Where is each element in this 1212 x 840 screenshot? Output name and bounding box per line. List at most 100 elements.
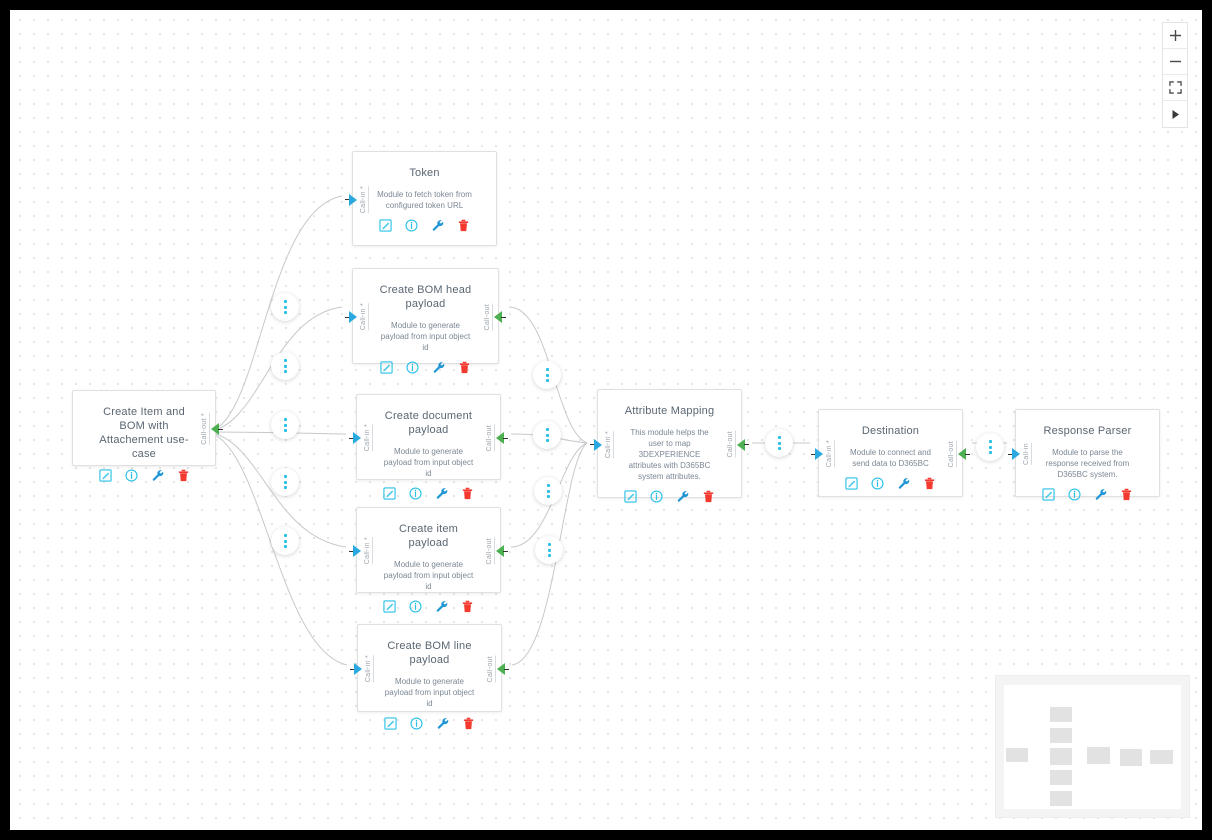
wrench-icon[interactable] — [432, 361, 445, 374]
play-button[interactable] — [1163, 101, 1187, 127]
port-call-out[interactable]: Call-out — [946, 430, 970, 478]
delete-icon[interactable] — [1120, 488, 1133, 501]
wrench-icon[interactable] — [436, 717, 449, 730]
port-call-in-arrow-icon — [594, 438, 602, 451]
edit-icon[interactable] — [383, 487, 396, 500]
info-icon[interactable] — [405, 219, 418, 232]
port-call-out[interactable]: Call-out * — [199, 405, 223, 453]
wrench-icon[interactable] — [435, 600, 448, 613]
port-call-in[interactable]: Call-in * — [350, 645, 374, 693]
node-source[interactable]: Create Item and BOM with Attachement use… — [72, 390, 223, 482]
edit-icon[interactable] — [379, 219, 392, 232]
edge-menu-document[interactable] — [271, 411, 299, 439]
delete-icon[interactable] — [461, 600, 474, 613]
port-call-in[interactable]: Call-in * — [345, 293, 369, 341]
wrench-icon[interactable] — [897, 477, 910, 490]
info-icon[interactable] — [650, 490, 663, 503]
wrench-icon[interactable] — [431, 219, 444, 232]
port-stub — [590, 444, 595, 445]
wrench-icon[interactable] — [435, 487, 448, 500]
port-call-out[interactable]: Call-out — [725, 421, 749, 469]
edge-menu-line-attr[interactable] — [535, 536, 563, 564]
port-call-in[interactable]: Call-in — [1008, 430, 1032, 478]
port-stub — [1008, 453, 1013, 455]
node-action-bar — [358, 717, 501, 730]
info-icon[interactable] — [124, 469, 138, 482]
edge-menu-token[interactable] — [271, 293, 299, 321]
edge-menu-dest-resp[interactable] — [976, 433, 1004, 461]
port-call-in[interactable]: Call-in * — [349, 527, 373, 575]
edge-menu-doc-attr[interactable] — [533, 421, 561, 449]
edge-menu-head-attr[interactable] — [533, 361, 561, 389]
port-call-in[interactable]: Call-in * — [345, 176, 369, 224]
minimap-viewport[interactable] — [1004, 685, 1181, 809]
port-call-out-arrow-icon — [958, 448, 966, 460]
port-stub — [503, 550, 508, 552]
port-call-in[interactable]: Call-in * — [811, 430, 835, 478]
delete-icon[interactable] — [461, 487, 474, 500]
edit-icon[interactable] — [384, 717, 397, 730]
delete-icon[interactable] — [457, 219, 470, 232]
dot — [988, 445, 992, 449]
dot — [988, 451, 992, 454]
port-call-out[interactable]: Call-out — [485, 645, 509, 693]
minimap[interactable] — [995, 675, 1190, 818]
delete-icon[interactable] — [462, 717, 475, 730]
minimap-node — [1050, 728, 1072, 743]
delete-icon[interactable] — [458, 361, 471, 374]
port-call-out-arrow-icon — [496, 432, 504, 444]
edit-icon[interactable] — [1042, 488, 1055, 501]
zoom-controls[interactable] — [1162, 22, 1188, 128]
delete-icon[interactable] — [177, 469, 190, 482]
port-call-out-arrow-icon — [497, 663, 505, 675]
flow-canvas[interactable]: Create Item and BOM with Attachement use… — [10, 10, 1202, 830]
port-stub — [345, 199, 350, 200]
info-icon[interactable] — [1068, 488, 1081, 501]
edge-menu-bom-line[interactable] — [271, 527, 299, 555]
delete-icon[interactable] — [702, 490, 715, 503]
port-call-in[interactable]: Call-in * — [590, 421, 614, 469]
zoom-in-button[interactable] — [1163, 23, 1187, 49]
wrench-icon[interactable] — [1094, 488, 1107, 501]
wrench-icon[interactable] — [676, 490, 689, 503]
port-call-in-arrow-icon — [353, 432, 361, 444]
edge-menu-attr-dest[interactable] — [765, 429, 793, 457]
zoom-out-button[interactable] — [1163, 49, 1187, 75]
dot — [283, 429, 287, 432]
delete-icon[interactable] — [923, 477, 936, 490]
edge-menu-item-attr[interactable] — [534, 477, 562, 505]
dot — [547, 554, 551, 557]
port-call-out-label: Call-out — [725, 431, 736, 458]
port-call-out[interactable]: Call-out — [482, 293, 506, 341]
info-icon[interactable] — [406, 361, 419, 374]
info-icon[interactable] — [871, 477, 884, 490]
port-call-out[interactable]: Call-out — [484, 527, 508, 575]
fit-to-screen-button[interactable] — [1163, 75, 1187, 101]
edit-icon[interactable] — [98, 469, 112, 482]
edit-icon[interactable] — [845, 477, 858, 490]
edit-icon[interactable] — [624, 490, 637, 503]
port-call-out[interactable]: Call-out — [484, 414, 508, 462]
info-icon[interactable] — [409, 487, 422, 500]
dot — [545, 428, 549, 431]
wrench-icon[interactable] — [151, 469, 164, 482]
dot — [283, 534, 287, 537]
port-call-in[interactable]: Call-in * — [349, 414, 373, 462]
port-stub — [350, 668, 355, 670]
edge-menu-item[interactable] — [271, 468, 299, 496]
edge-menu-bom-head[interactable] — [271, 352, 299, 380]
info-icon[interactable] — [409, 600, 422, 613]
edit-icon[interactable] — [383, 600, 396, 613]
edit-icon[interactable] — [380, 361, 393, 374]
info-icon[interactable] — [410, 717, 423, 730]
dot — [777, 447, 781, 450]
dot — [545, 439, 549, 442]
